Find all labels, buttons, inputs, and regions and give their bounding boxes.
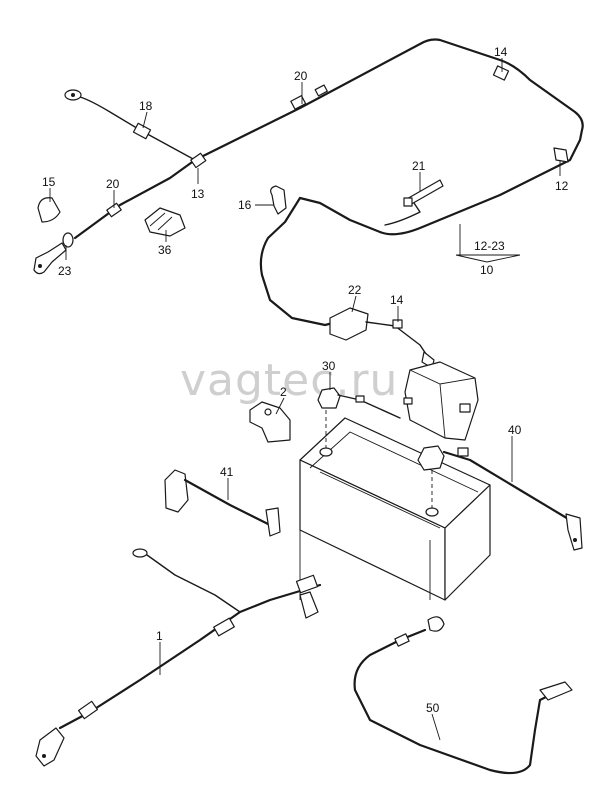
terminal-cap [37, 197, 61, 223]
battery [299, 410, 491, 601]
callout-16: 16 [238, 198, 252, 212]
callout-12-23: 12-23 [474, 239, 505, 253]
callout-36: 36 [158, 243, 172, 257]
battery-terminal [317, 387, 341, 409]
callout-50: 50 [426, 701, 440, 715]
callout-12: 12 [555, 179, 569, 193]
cable-1 [35, 548, 322, 767]
callout-30: 30 [322, 359, 336, 373]
callout-1: 1 [156, 629, 163, 643]
grommet [329, 307, 369, 341]
callout-20-left: 20 [106, 177, 120, 191]
cable-clip [553, 147, 569, 163]
callout-14-mid: 14 [390, 293, 404, 307]
callout-10: 10 [480, 263, 494, 277]
callout-40: 40 [508, 423, 522, 437]
callout-15: 15 [42, 175, 56, 189]
cable-50 [353, 616, 573, 775]
callout-14-top: 14 [494, 45, 508, 59]
callout-18: 18 [139, 99, 153, 113]
bracket-holder [144, 207, 186, 237]
callout-23: 23 [58, 264, 72, 278]
leader-lines [49, 58, 561, 741]
battery-terminal [249, 401, 291, 443]
callout-13: 13 [191, 187, 205, 201]
fuse-box [403, 361, 479, 441]
cable-41 [164, 469, 281, 537]
cable-clip [270, 185, 287, 215]
ground-cable-40 [417, 445, 583, 551]
callout-21: 21 [412, 159, 426, 173]
callout-labels: 20 14 18 15 20 13 23 36 16 21 12 12-23 1… [42, 45, 569, 715]
callout-20-top: 20 [294, 69, 308, 83]
callout-41: 41 [220, 465, 234, 479]
sub-harness [259, 179, 444, 369]
cable-clip [132, 122, 152, 140]
main-harness [33, 38, 584, 275]
callout-2: 2 [280, 385, 287, 399]
callout-22: 22 [348, 283, 362, 297]
watermark-text: vagtec.ru [180, 355, 398, 406]
cable-lug [33, 242, 67, 275]
